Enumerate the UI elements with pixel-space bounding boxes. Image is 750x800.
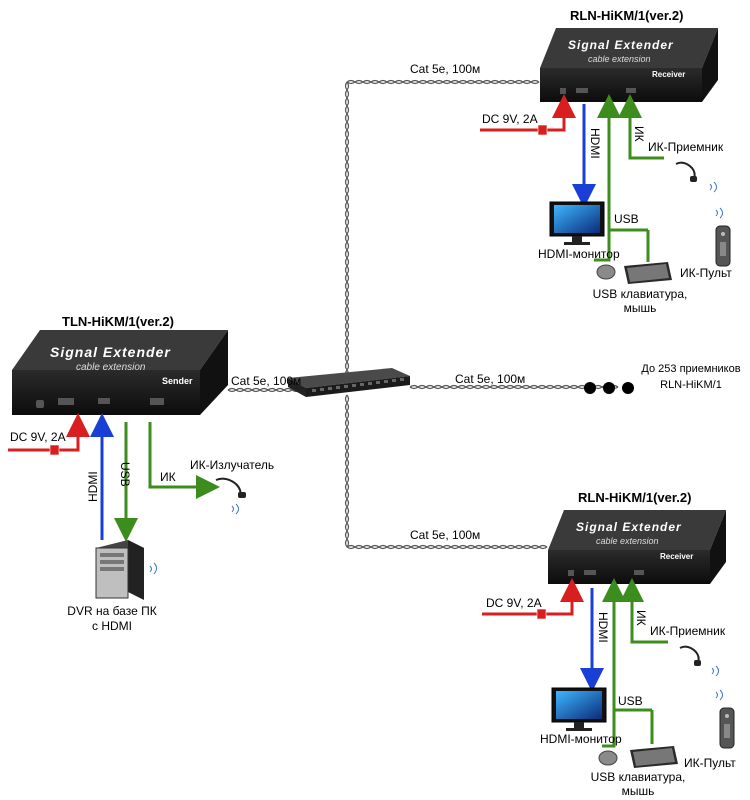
sender-power-arrow	[8, 413, 90, 456]
sender-usb-label: USB	[118, 462, 132, 487]
receiver-bottom-kbd-line2: мышь	[621, 784, 655, 798]
receiver-bottom-brand: Signal Extender	[576, 520, 682, 534]
receiver-top-model-title: RLN-HiKM/1(ver.2)	[570, 8, 684, 23]
ir-receiver-bottom-icon	[679, 645, 719, 677]
sender-model-title: TLN-HiKM/1(ver.2)	[62, 314, 174, 329]
receiver-bottom-monitor-label: HDMI-монитор	[540, 732, 622, 746]
keyboard-mouse-bottom-icon	[598, 746, 678, 768]
receiver-bottom-model-title: RLN-HiKM/1(ver.2)	[578, 490, 692, 505]
cable-switch-top	[344, 79, 540, 379]
receiver-top-role: Receiver	[652, 70, 686, 79]
ir-emitter-icon	[215, 477, 246, 515]
receiver-bottom-remote-label: ИК-Пульт	[684, 756, 736, 770]
sender-tagline: cable extension	[76, 362, 146, 373]
receiver-top-power-label: DC 9V, 2A	[482, 112, 538, 126]
remote-top-icon	[715, 207, 731, 267]
receiver-top-tagline: cable extension	[588, 54, 651, 64]
sender-power-label: DC 9V, 2A	[10, 430, 66, 444]
pc-label-line1: DVR на базе ПК	[67, 604, 157, 618]
receiver-top-usb-label: USB	[614, 212, 639, 226]
pc-tower-icon	[95, 540, 157, 600]
receiver-bottom-hdmi-label: HDMI	[596, 612, 610, 643]
receiver-top-ir-arrow	[618, 94, 664, 160]
remote-bottom-icon	[715, 689, 735, 749]
cable-switch-mid-label: Cat 5e, 100м	[455, 372, 526, 386]
cable-switch-top-label: Cat 5e, 100м	[410, 62, 481, 76]
sender-device	[12, 330, 228, 415]
receiver-top-ir-label: ИК	[632, 126, 646, 142]
receiver-bottom-ir-receiver-label: ИК-Приемник	[650, 624, 726, 638]
sender-ir-label: ИК	[160, 470, 176, 484]
more-receivers-line1: До 253 приемников	[641, 363, 741, 375]
monitor-top-icon	[549, 201, 605, 245]
cable-switch-bottom	[344, 394, 548, 550]
receiver-top-monitor-label: HDMI-монитор	[538, 247, 620, 261]
receiver-top-hdmi-label: HDMI	[588, 128, 602, 159]
sender-brand: Signal Extender	[50, 344, 171, 360]
receiver-bottom-power-arrow	[482, 578, 584, 620]
cable-switch-mid	[409, 384, 619, 390]
receiver-top-kbd-line2: мышь	[623, 301, 657, 315]
receiver-bottom-kbd-line1: USB клавиатура,	[590, 770, 686, 784]
more-receivers-dots	[584, 382, 634, 394]
monitor-bottom-icon	[551, 687, 607, 731]
ir-emitter-label: ИК-Излучатель	[190, 458, 275, 472]
sender-role: Sender	[162, 376, 193, 386]
receiver-bottom-tagline: cable extension	[596, 536, 659, 546]
sender-ir-arrow	[148, 422, 220, 499]
receiver-bottom-ir-label: ИК	[634, 610, 648, 626]
receiver-top-brand: Signal Extender	[568, 38, 674, 52]
receiver-top-usb-arrow	[594, 94, 621, 262]
more-receivers-line2: RLN-HiKM/1	[660, 379, 722, 391]
sender-hdmi-label: HDMI	[86, 471, 100, 502]
receiver-bottom-power-label: DC 9V, 2A	[486, 596, 542, 610]
receiver-top-power-arrow	[480, 94, 576, 136]
receiver-bottom-role: Receiver	[660, 552, 694, 561]
receiver-top-remote-label: ИК-Пульт	[680, 266, 732, 280]
receiver-bottom-ir-arrow	[620, 578, 668, 644]
receiver-top-ir-receiver-label: ИК-Приемник	[648, 140, 724, 154]
network-switch	[288, 368, 410, 397]
receiver-bottom-usb-arrow	[602, 578, 626, 748]
receiver-top-kbd-line1: USB клавиатура,	[592, 287, 688, 301]
ir-receiver-top-icon	[675, 161, 717, 193]
cable-switch-bottom-label: Cat 5e, 100м	[410, 528, 481, 542]
keyboard-mouse-top-icon	[596, 262, 672, 284]
cable-sender-switch-label: Cat 5e, 100м	[231, 374, 302, 388]
pc-label-line2: с HDMI	[92, 619, 132, 633]
receiver-bottom-usb-label: USB	[618, 694, 643, 708]
